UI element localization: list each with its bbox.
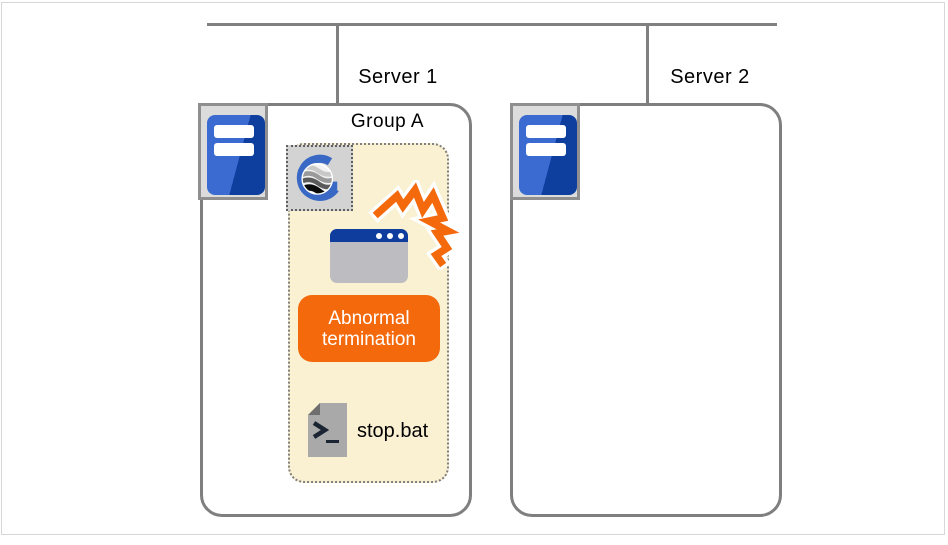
- g-logo-graphic: [296, 154, 339, 201]
- server-icon: [198, 103, 268, 200]
- crash-burst-icon: [368, 180, 468, 270]
- server2-connector-line: [646, 23, 649, 104]
- server1-connector-line: [336, 23, 339, 104]
- server2-label: Server 2: [670, 66, 750, 88]
- window-titlebar-dot: [398, 232, 404, 239]
- status-badge: Abnormal termination: [298, 295, 440, 362]
- batch-file-icon: [308, 403, 347, 457]
- server1-label: Server 1: [358, 66, 438, 88]
- server-drive-slot: [526, 143, 566, 156]
- window-titlebar: [330, 229, 408, 242]
- screenshot-frame: [1, 2, 945, 535]
- server-chassis: [207, 115, 265, 195]
- server-drive-slot: [526, 125, 566, 138]
- server-icon: [510, 103, 580, 200]
- g-application-logo-icon: [286, 145, 353, 211]
- group-a-label: Group A: [350, 111, 425, 132]
- server-chassis: [519, 115, 577, 195]
- window-titlebar-dot: [376, 232, 382, 239]
- server-drive-slot: [214, 143, 254, 156]
- script-file-label: stop.bat: [357, 420, 429, 442]
- window-titlebar-dot: [387, 232, 393, 239]
- server-drive-slot: [214, 125, 254, 138]
- network-bus-line: [207, 23, 777, 26]
- application-window-icon: [330, 229, 408, 283]
